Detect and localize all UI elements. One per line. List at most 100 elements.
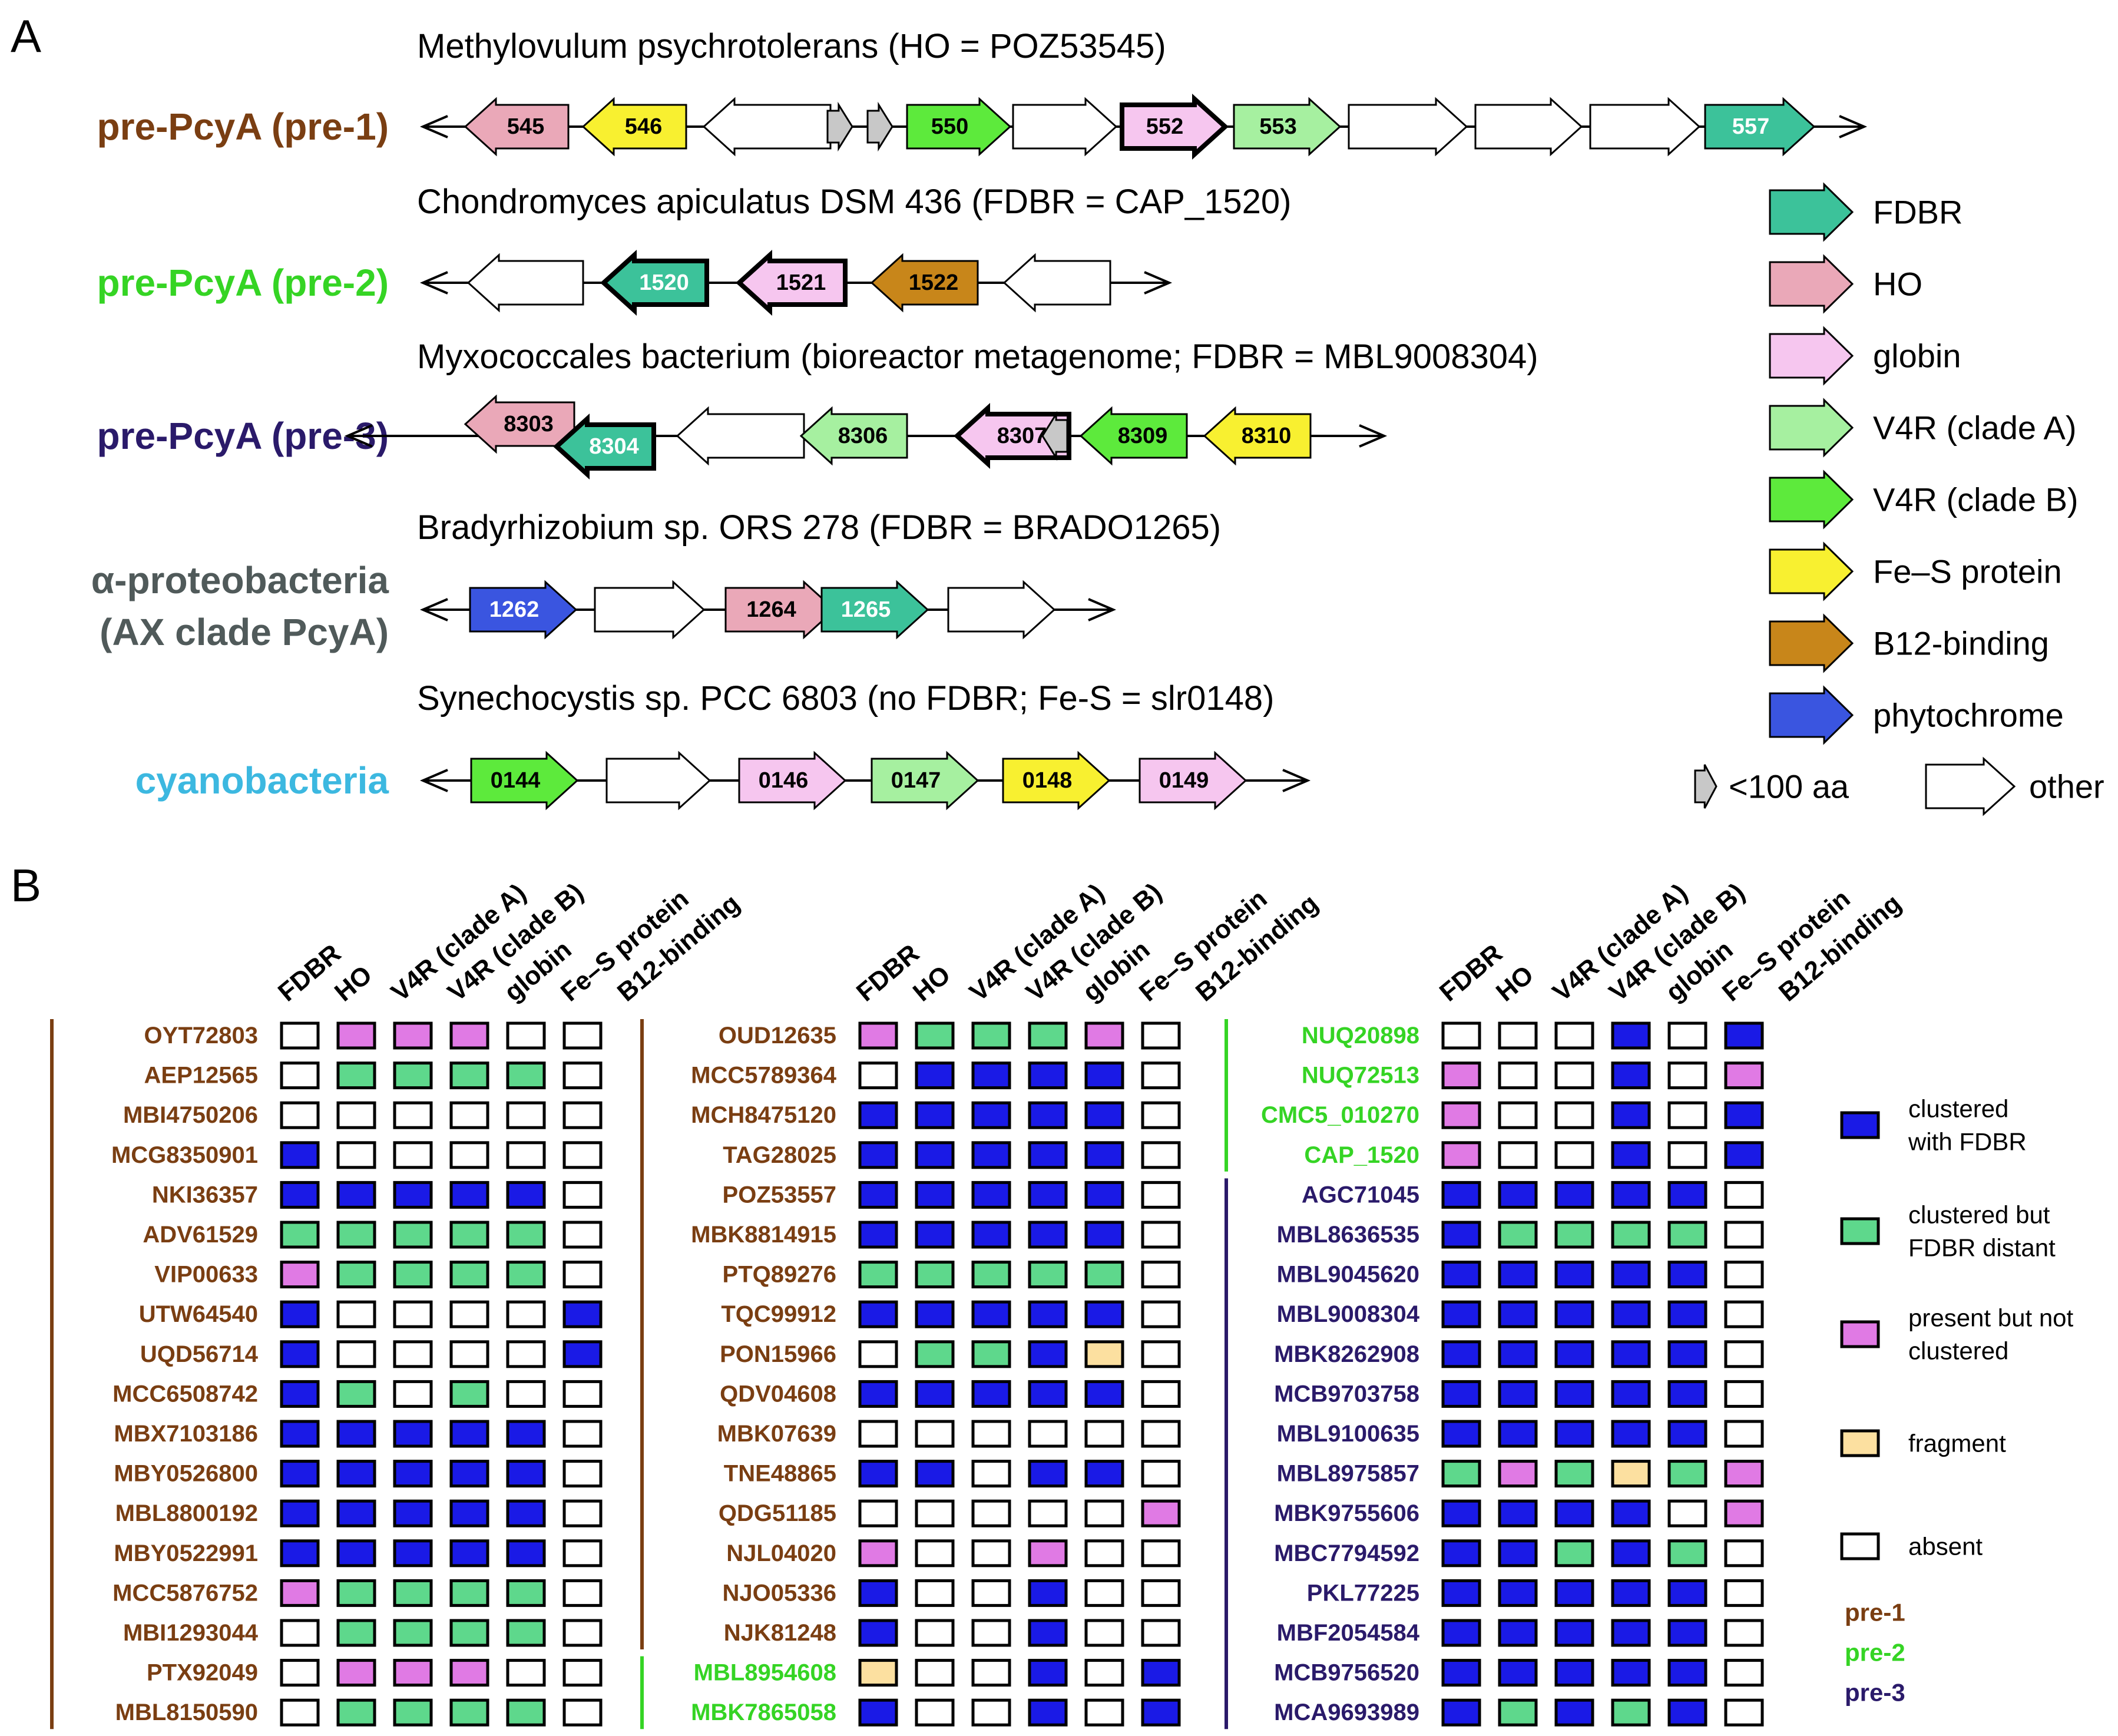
legend-item: B12-binding [1769,613,2049,673]
cell-clustered [1667,1380,1707,1408]
cell-present [336,1659,376,1687]
cell-absent [1554,1141,1594,1169]
cell-clustered [1724,1101,1764,1129]
cell-present [1724,1062,1764,1090]
cell-absent [971,1499,1011,1527]
gene-arrow-v4r_a [871,750,979,811]
cell-clustered [1441,1659,1481,1687]
cell-distant [336,1698,376,1727]
cell-clustered [858,1698,898,1727]
gene-arrow-other [594,580,706,640]
cell-clustered [858,1101,898,1129]
cell-absent [971,1579,1011,1607]
matrix-row: AEP12565 [144,1062,603,1090]
cell-distant [449,1221,489,1249]
gene-number: 550 [931,114,968,139]
accession-label: PKL77225 [1307,1580,1419,1606]
cell-absent [1498,1101,1538,1129]
accession-label: QDV04608 [720,1381,836,1407]
cell-absent [393,1300,433,1328]
accession-label: MCH8475120 [691,1102,836,1128]
panel-label-b: B [11,859,41,911]
legend-item: V4R (clade B) [1769,469,2079,530]
cell-clustered [280,1340,320,1368]
cell-clustered [1498,1619,1538,1647]
gene-cluster-row: α-proteobacteria(AX clade PcyA)Bradyrhiz… [91,508,1221,653]
cell-absent [1141,1380,1181,1408]
matrix-row: MCH8475120 [691,1101,1181,1129]
matrix-row: MBL9008304 [1277,1300,1764,1328]
lineage-label: pre-PcyA (pre-2) [97,262,389,304]
cell-distant [1667,1221,1707,1249]
cell-clustered [1498,1380,1538,1408]
axis-arrowhead-right [1088,598,1117,621]
cell-absent [449,1141,489,1169]
cell-distant [971,1261,1011,1289]
matrix-row: CMC5_010270 [1261,1101,1764,1129]
cell-fragment [1084,1340,1124,1368]
matrix-row: NKI36357 [152,1181,603,1209]
panel-a-gene-clusters: pre-PcyA (pre-1)Methylovulum psychrotole… [91,27,1868,811]
gene-number: 0146 [759,768,809,793]
cell-clustered [915,1460,955,1488]
cell-clustered [858,1141,898,1169]
cell-absent [1141,1460,1181,1488]
gene-number: 8307 [997,424,1047,448]
gene-arrow-b12 [870,253,979,313]
matrix-row: MCC5876752 [112,1579,603,1607]
gene-number: 1520 [639,270,689,295]
accession-label: MBL8954608 [694,1660,836,1686]
matrix-row: POZ53557 [723,1181,1181,1209]
cell-absent [562,1619,603,1647]
matrix-row: MCB9703758 [1274,1380,1764,1408]
accession-label: CMC5_010270 [1261,1102,1419,1128]
legend-label: Fe–S protein [1873,553,2062,590]
cell-clustered [1028,1300,1068,1328]
gene-arrow-other [702,97,832,157]
cell-absent [562,1141,603,1169]
matrix-row: PON15966 [720,1340,1181,1368]
cell-clustered [280,1181,320,1209]
accession-label: MBL9100635 [1277,1421,1419,1447]
gene-number: 8303 [504,412,554,437]
cell-absent [915,1420,955,1448]
matrix-row: TQC99912 [721,1300,1181,1328]
legend-item: Fe–S protein [1769,541,2062,601]
cell-absent [1554,1101,1594,1129]
cell-absent [1028,1499,1068,1527]
cell-clustered [393,1539,433,1568]
gene-number: 1264 [746,597,796,622]
cell-clustered [1084,1101,1124,1129]
cell-clustered [1498,1539,1538,1568]
gene-arrow-small [826,101,853,152]
cell-absent [1724,1579,1764,1607]
cell-clustered [1441,1539,1481,1568]
cell-absent [1141,1619,1181,1647]
matrix-row: MBY0526800 [114,1460,603,1488]
cell-absent [393,1101,433,1129]
cell-clustered [1611,1340,1651,1368]
cell-distant [1611,1221,1651,1249]
cell-present [1498,1460,1538,1488]
cell-distant [449,1619,489,1647]
matrix-row: UQD56714 [140,1340,603,1368]
cell-distant [1554,1539,1594,1568]
cell-clustered [1554,1300,1594,1328]
cell-distant [393,1221,433,1249]
cell-clustered [1441,1181,1481,1209]
cell-clustered [1554,1499,1594,1527]
cell-clustered [1667,1261,1707,1289]
cell-clustered [1441,1221,1481,1249]
cell-absent [858,1420,898,1448]
cell-clustered [1554,1340,1594,1368]
cell-clustered [915,1141,955,1169]
gene-number: 8306 [838,424,888,448]
group-key-label: pre-1 [1845,1599,1905,1626]
cell-clustered [1084,1181,1124,1209]
key-label: fragment [1908,1430,2006,1457]
